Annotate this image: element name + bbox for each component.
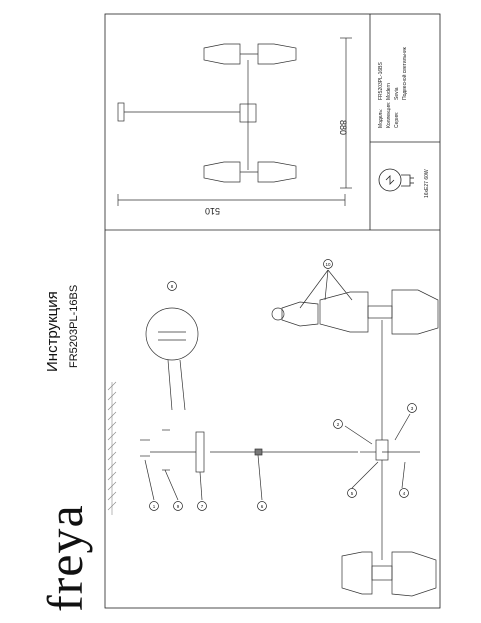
callout-5 xyxy=(347,488,357,498)
callout-9-label: 9 xyxy=(177,504,180,509)
callout-6-label: 6 xyxy=(261,504,264,509)
ceiling-hatch xyxy=(107,381,117,515)
page-frame xyxy=(104,13,441,609)
callout-10 xyxy=(323,259,333,269)
assembly-drawing xyxy=(140,269,439,597)
callout-7 xyxy=(197,501,207,511)
spec-label-series: Серия: xyxy=(394,112,400,128)
callout-1-label: 1 xyxy=(153,504,156,509)
callout-6 xyxy=(257,501,267,511)
callout-4 xyxy=(399,488,409,498)
spec-label-collection: Коллекция: xyxy=(386,102,392,128)
callout-3-label: 3 xyxy=(411,406,414,411)
light-bulb-icon xyxy=(378,168,414,192)
callout-2-label: 2 xyxy=(337,422,340,427)
spec-value-series: Sevia xyxy=(394,87,400,100)
callout-8 xyxy=(167,281,177,291)
callout-2 xyxy=(333,419,343,429)
spec-value-collection: Modern xyxy=(386,83,392,100)
spec-value-model: FR5203PL-16BS xyxy=(378,62,384,100)
callout-9 xyxy=(173,501,183,511)
spec-value-type: Подвесной светильник xyxy=(401,46,408,100)
page-title: Инструкция xyxy=(44,291,61,372)
dimension-drawing xyxy=(117,37,352,206)
spec-label-model: Модель: xyxy=(378,109,384,128)
callout-8-label: 8 xyxy=(171,284,174,289)
model-code: FR5203PL-16BS xyxy=(68,284,80,368)
callout-10-label: 10 xyxy=(325,262,331,267)
callout-7-label: 7 xyxy=(201,504,204,509)
callout-3 xyxy=(407,403,417,413)
callout-4-label: 4 xyxy=(403,491,406,496)
height-dimension-label: 880 xyxy=(338,120,348,135)
callout-5-label: 5 xyxy=(351,491,354,496)
brand-logo: freya xyxy=(37,504,93,612)
width-dimension-label: 510 xyxy=(205,206,220,216)
lamp-spec-label: 16xE27 60W xyxy=(424,169,430,198)
callout-markers xyxy=(149,259,417,511)
callout-1 xyxy=(149,501,159,511)
